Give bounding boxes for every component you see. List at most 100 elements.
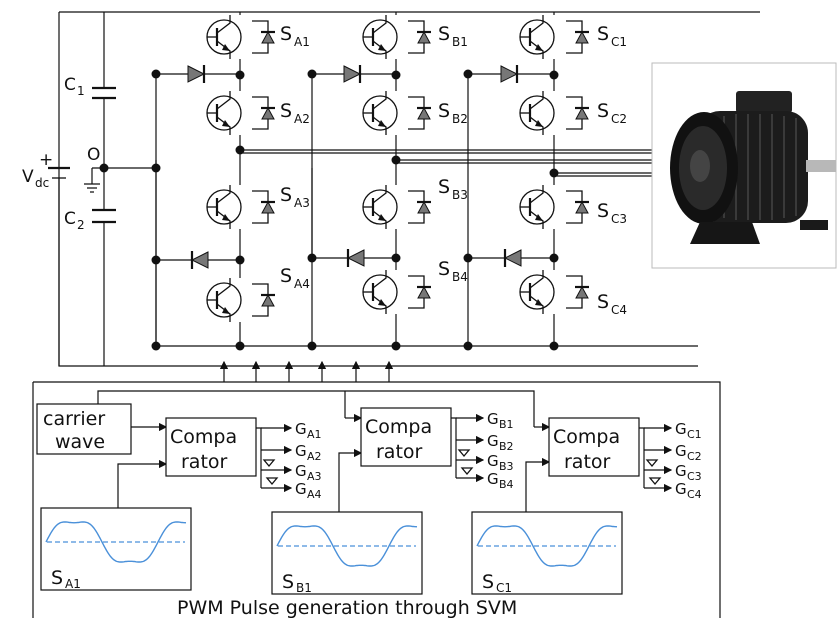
freewheel-diode-a2 (252, 96, 275, 130)
supply-label-sub: dc (35, 176, 49, 190)
phase-outputs (240, 149, 655, 177)
gate-a1-sub: A1 (307, 428, 322, 441)
gate-c2-sub: C2 (687, 450, 702, 463)
switch-c3-sub: C3 (611, 212, 627, 226)
comparator-c-line1: Compa (553, 426, 620, 448)
carrier-label-line2: wave (55, 431, 105, 453)
switch-c1-label: S (597, 23, 609, 45)
switch-c1-sub: C1 (611, 35, 627, 49)
switch-c2-sub: C2 (611, 112, 627, 126)
switch-a1-sub: A1 (294, 35, 310, 49)
igbt-a2 (206, 91, 242, 135)
gate-b3-sub: B3 (499, 460, 514, 473)
clamp-diode-a-upper (187, 65, 206, 83)
comparator-b-line1: Compa (365, 416, 432, 438)
switch-c4-sub: C4 (611, 303, 627, 317)
switch-b1-sub: B1 (452, 35, 468, 49)
igbt-c3 (519, 185, 555, 229)
gate-c1-sub: C1 (687, 428, 702, 441)
capacitor-c1-sub: 1 (77, 84, 85, 98)
switch-c2-label: S (597, 100, 609, 122)
igbt-a1 (206, 15, 242, 59)
switch-a2-label: S (280, 100, 292, 122)
carrier-label-line1: carrier (43, 408, 105, 430)
gate-a2-label: G (295, 442, 307, 460)
gate-c4-label: G (675, 480, 687, 498)
reference-b-sub: B1 (296, 581, 312, 595)
reference-wave-a (45, 521, 187, 563)
switch-a2-sub: A2 (294, 112, 310, 126)
gate-c2-label: G (675, 442, 687, 460)
clamp-diode-c-upper (500, 65, 519, 83)
reference-wave-b (276, 525, 418, 567)
freewheel-diode-b4 (408, 275, 431, 309)
inverter-legs (151, 12, 698, 351)
switch-labels: S A1 S A2 S A3 S A4 S B1 S B2 S B3 S B4 … (280, 23, 627, 317)
supply-label: V (22, 167, 34, 187)
gate-b1-sub: B1 (499, 418, 514, 431)
igbt-b1 (362, 15, 398, 59)
freewheel-diode-b2 (408, 96, 431, 130)
gate-a3-label: G (295, 462, 307, 480)
freewheel-diode-c3 (566, 190, 589, 224)
igbt-c1 (519, 15, 555, 59)
switch-b4-sub: B4 (452, 270, 468, 284)
switch-b2-sub: B2 (452, 112, 468, 126)
switch-c3-label: S (597, 200, 609, 222)
igbt-a4 (206, 278, 242, 322)
supply-plus: + (39, 150, 53, 170)
freewheel-diode-a3 (252, 190, 275, 224)
igbt-b4 (362, 270, 398, 314)
neutral-label: O (87, 145, 100, 165)
capacitor-c1-label: C (64, 75, 76, 95)
gate-a4-sub: A4 (307, 488, 322, 501)
switch-b2-label: S (438, 100, 450, 122)
gate-a1-label: G (295, 420, 307, 438)
igbt-c2 (519, 91, 555, 135)
gate-a4-label: G (295, 480, 307, 498)
freewheel-diode-c1 (566, 20, 589, 54)
gate-c4-sub: C4 (687, 488, 702, 501)
clamp-diode-b-upper (343, 65, 362, 83)
figure-caption: PWM Pulse generation through SVM (177, 597, 517, 618)
switch-b4-label: S (438, 258, 450, 280)
clamp-diode-c-lower (503, 249, 522, 267)
comparator-c-line2: rator (564, 451, 611, 473)
switch-b1-label: S (438, 23, 450, 45)
igbt-a3 (206, 185, 242, 229)
comparator-a-line1: Compa (170, 426, 237, 448)
igbt-c4 (519, 270, 555, 314)
freewheel-diode-a1 (252, 20, 275, 54)
neutral-node (99, 163, 109, 173)
switch-a1-label: S (280, 23, 292, 45)
gate-b4-label: G (487, 470, 499, 488)
freewheel-diode-b1 (408, 20, 431, 54)
freewheel-diode-c2 (566, 96, 589, 130)
clamp-diode-a-lower (190, 251, 209, 269)
comparator-b-line2: rator (376, 441, 423, 463)
motor-shaft (806, 160, 836, 172)
gate-a3-sub: A3 (307, 470, 322, 483)
switch-b3-sub: B3 (452, 188, 468, 202)
motor-photo (651, 62, 837, 269)
capacitor-c2-sub: 2 (77, 218, 85, 232)
capacitor-c2-label: C (64, 209, 76, 229)
comparator-a-line2: rator (181, 451, 228, 473)
gate-c3-sub: C3 (687, 470, 702, 483)
reference-a-label: S (51, 567, 63, 589)
carrier-wave-block: carrier wave (36, 403, 132, 455)
freewheel-diode-c4 (566, 275, 589, 309)
gate-c1-label: G (675, 420, 687, 438)
reference-wave-c (476, 525, 618, 567)
motor-terminal-box (736, 91, 792, 113)
reference-b-label: S (282, 571, 294, 593)
gate-b2-label: G (487, 432, 499, 450)
switch-a3-label: S (280, 184, 292, 206)
